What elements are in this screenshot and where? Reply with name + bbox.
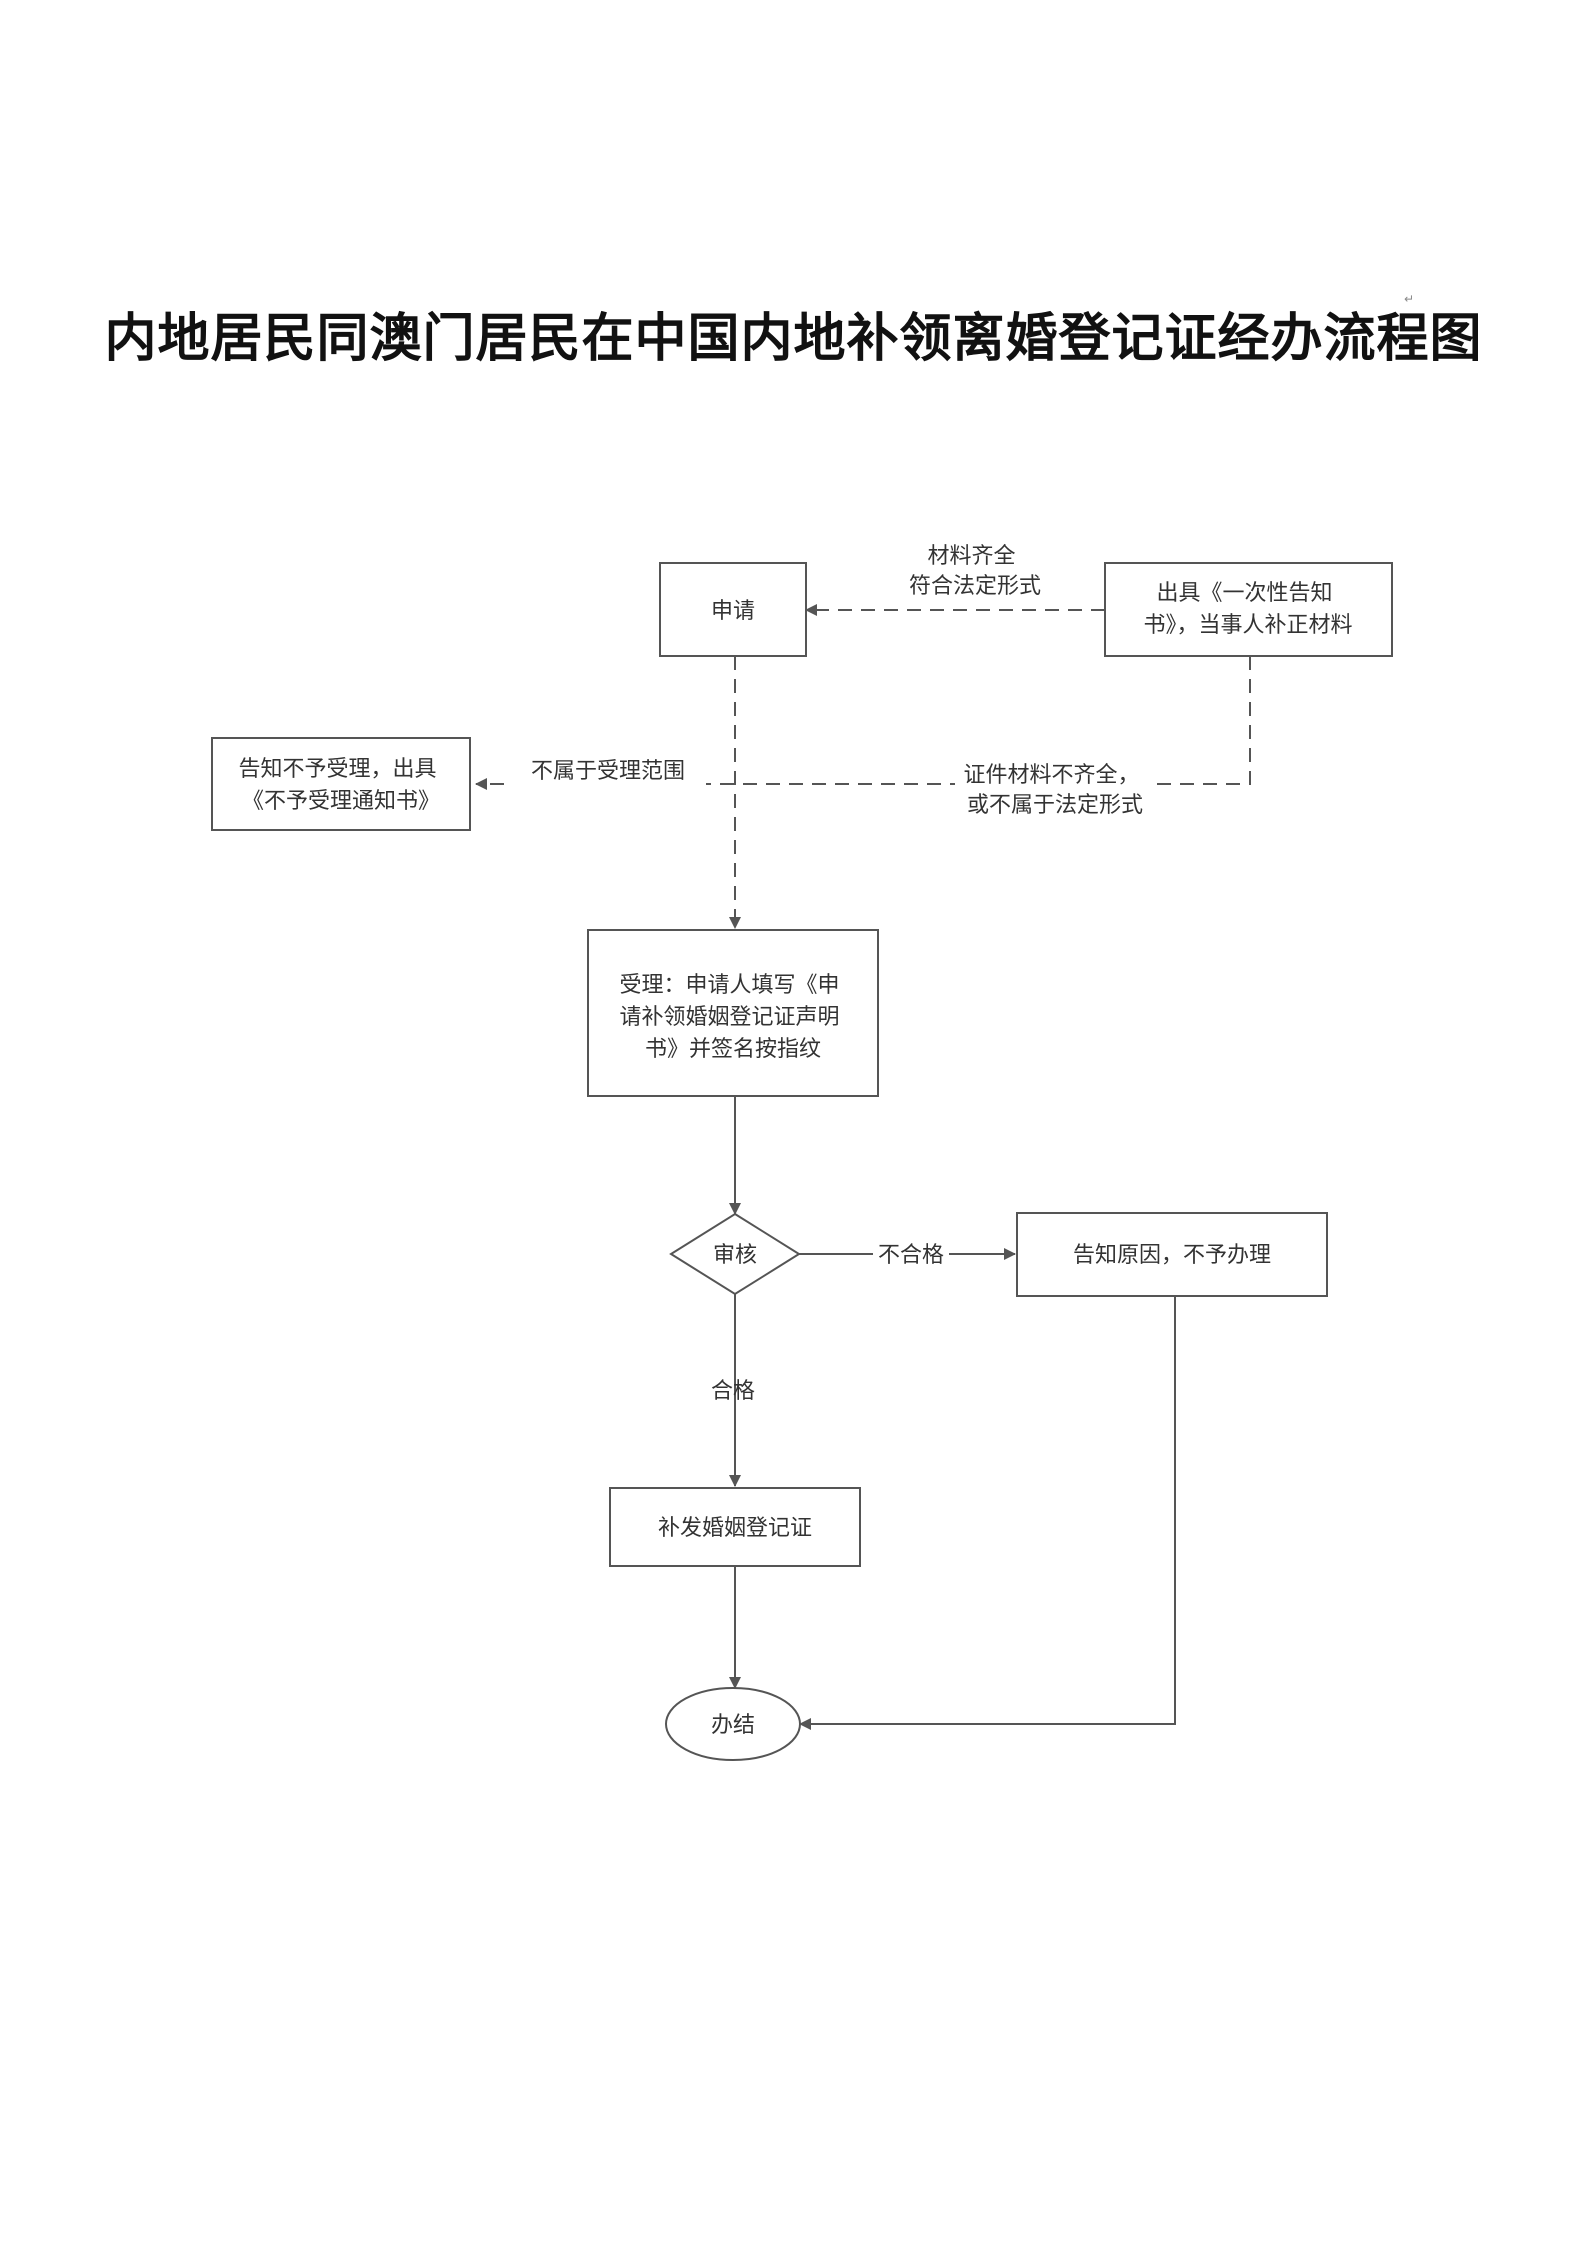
node-notice-box <box>1104 562 1393 657</box>
node-accept-line-2: 请补领婚姻登记证声明 <box>619 1005 839 1030</box>
node-reject-scope-line-1: 告知不予受理，出具 <box>238 757 436 782</box>
label-bg-fail <box>873 1240 949 1268</box>
node-notice-line-2: 书》，当事人补正材料 <box>1143 613 1352 638</box>
node-inform-reason-label: 告知原因，不予办理 <box>1073 1243 1271 1268</box>
node-apply-label: 申请 <box>711 599 755 624</box>
node-reject-scope-box <box>211 737 471 831</box>
edge-label-incomplete-line-1: 证件材料不齐全， <box>963 763 1139 788</box>
edge-label-pass: 合格 <box>711 1379 755 1404</box>
node-inform-reason-box <box>1016 1212 1328 1297</box>
paragraph-mark: ↵ <box>1404 292 1415 306</box>
node-notice-line-1: 出具《一次性告知 <box>1156 581 1332 606</box>
node-reject-scope-label: 告知不予受理，出具 《不予受理通知书》 <box>238 757 443 814</box>
node-accept-line-1: 受理：申请人填写《申 <box>619 973 839 998</box>
node-accept-line-3: 书》并签名按指纹 <box>645 1037 821 1062</box>
node-review-diamond <box>669 1212 801 1296</box>
edge-inform-to-end <box>799 1296 1176 1730</box>
node-review-label: 审核 <box>713 1243 757 1268</box>
page-title: 内地居民同澳门居民在中国内地补领离婚登记证经办流程图 <box>104 308 1483 369</box>
node-reject-scope-line-2: 《不予受理通知书》 <box>242 789 440 814</box>
edge-label-materials-complete-line-2: 符合法定形式 <box>909 574 1041 599</box>
edge-label-materials-complete-line-1: 材料齐全 <box>927 544 1015 569</box>
node-end-label: 办结 <box>711 1713 755 1738</box>
label-bg-out-of-scope <box>510 756 706 786</box>
node-end-ellipse <box>665 1687 801 1761</box>
label-bg-incomplete <box>955 762 1155 806</box>
edge-label-fail: 不合格 <box>878 1243 944 1268</box>
node-reissue-label: 补发婚姻登记证 <box>658 1516 812 1541</box>
node-apply-box <box>659 562 807 657</box>
edge-label-out-of-scope: 不属于受理范围 <box>531 759 685 784</box>
node-accept-box <box>587 929 879 1097</box>
edge-incomplete-to-reject <box>475 656 1251 790</box>
edge-label-incomplete: 证件材料不齐全， 或不属于法定形式 <box>963 763 1146 818</box>
edge-label-materials-complete: 材料齐全 符合法定形式 <box>909 544 1041 599</box>
node-accept-label: 受理：申请人填写《申 请补领婚姻登记证声明 书》并签名按指纹 <box>619 973 846 1062</box>
node-reissue-box <box>609 1487 861 1567</box>
node-notice-label: 出具《一次性告知 书》，当事人补正材料 <box>1143 581 1352 638</box>
edge-label-incomplete-line-2: 或不属于法定形式 <box>967 793 1143 818</box>
